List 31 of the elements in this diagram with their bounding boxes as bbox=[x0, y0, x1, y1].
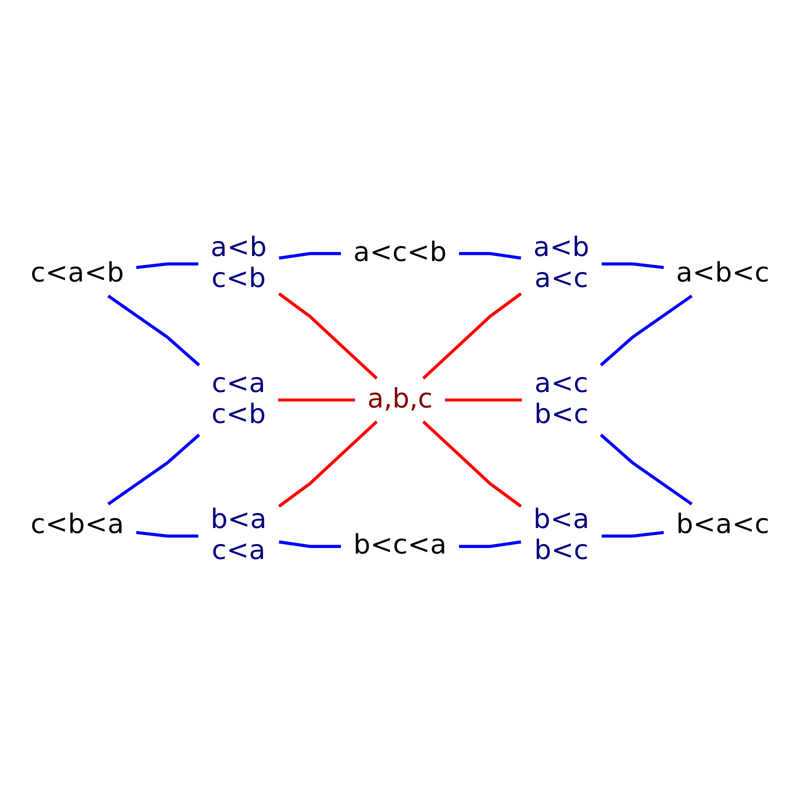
connector bbox=[278, 540, 341, 548]
node-text: b<c<a bbox=[353, 530, 447, 561]
node-text: c<b<a bbox=[30, 509, 124, 540]
connector bbox=[136, 530, 198, 538]
connector bbox=[107, 294, 200, 366]
connector bbox=[602, 530, 664, 538]
node-text: a<b c<b bbox=[210, 232, 267, 294]
connector bbox=[602, 262, 664, 270]
connector bbox=[422, 292, 522, 380]
connector bbox=[600, 294, 693, 366]
node-text: c<a c<b bbox=[211, 368, 266, 430]
node-text: c<a<b bbox=[30, 258, 124, 289]
connector bbox=[278, 398, 355, 402]
connector bbox=[459, 252, 522, 260]
node-text: a,b,c bbox=[367, 384, 433, 415]
node-text: a<c b<c bbox=[534, 368, 589, 430]
connector bbox=[278, 252, 341, 260]
node-text: a<b a<c bbox=[533, 232, 590, 294]
connector bbox=[459, 540, 522, 548]
node-text: b<a<c bbox=[676, 509, 770, 540]
node-text: a<c<b bbox=[353, 237, 447, 268]
connector bbox=[136, 262, 198, 270]
node-text: b<a b<c bbox=[533, 504, 590, 566]
node-text: a<b<c bbox=[676, 258, 770, 289]
connector bbox=[278, 420, 378, 508]
connector bbox=[278, 292, 378, 380]
connector bbox=[107, 434, 200, 506]
node-text: b<a c<a bbox=[210, 504, 267, 566]
connector bbox=[600, 434, 693, 506]
connector bbox=[422, 420, 522, 508]
connector bbox=[445, 398, 522, 402]
